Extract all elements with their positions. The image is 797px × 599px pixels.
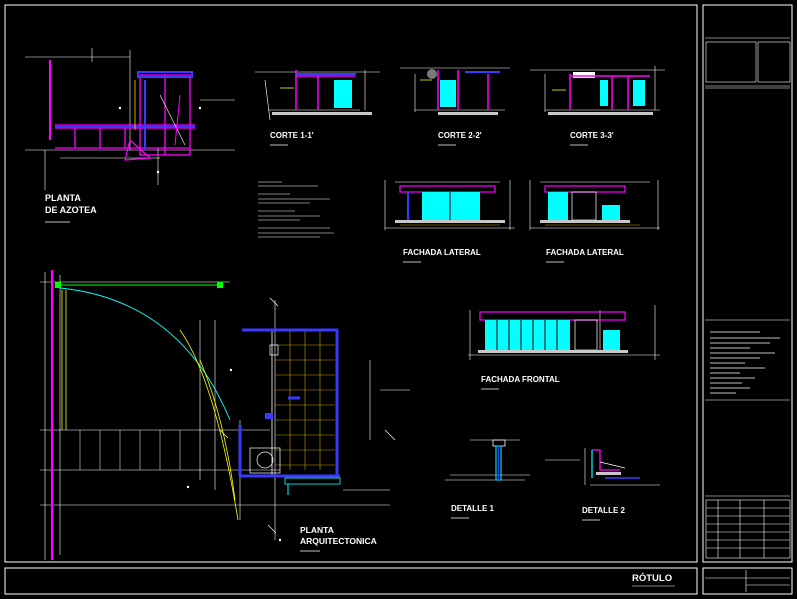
floor-plan-title: PLANTA bbox=[300, 525, 334, 535]
title-block-notes bbox=[710, 331, 780, 394]
floor-plan bbox=[40, 270, 410, 560]
roof-plan-title: PLANTA bbox=[45, 193, 81, 203]
side-elevation-2 bbox=[529, 180, 660, 230]
sheet-frame bbox=[4, 4, 793, 595]
floor-plan-subtitle: ARQUITECTONICA bbox=[300, 536, 377, 546]
roof-plan bbox=[25, 48, 235, 190]
rotulo-title: RÓTULO bbox=[632, 572, 672, 584]
section-2-title: CORTE 2-2' bbox=[438, 131, 482, 140]
detail-2-title: DETALLE 2 bbox=[582, 506, 626, 515]
section-2 bbox=[400, 67, 510, 115]
section-3-title: CORTE 3-3' bbox=[570, 131, 614, 140]
section-1 bbox=[255, 70, 380, 121]
front-elevation bbox=[468, 305, 660, 360]
detail-2 bbox=[545, 448, 660, 486]
section-3 bbox=[530, 66, 665, 115]
section-1-title: CORTE 1-1' bbox=[270, 131, 314, 140]
side-elevation-1-title: FACHADA LATERAL bbox=[403, 248, 481, 257]
title-block bbox=[705, 37, 791, 592]
front-elevation-title: FACHADA FRONTAL bbox=[481, 375, 560, 384]
side-elevation-1 bbox=[384, 180, 515, 230]
side-elevation-2-title: FACHADA LATERAL bbox=[546, 248, 624, 257]
roof-plan-subtitle: DE AZOTEA bbox=[45, 205, 97, 215]
detail-1 bbox=[445, 439, 530, 481]
detail-1-title: DETALLE 1 bbox=[451, 504, 495, 513]
notes-block bbox=[258, 181, 334, 238]
